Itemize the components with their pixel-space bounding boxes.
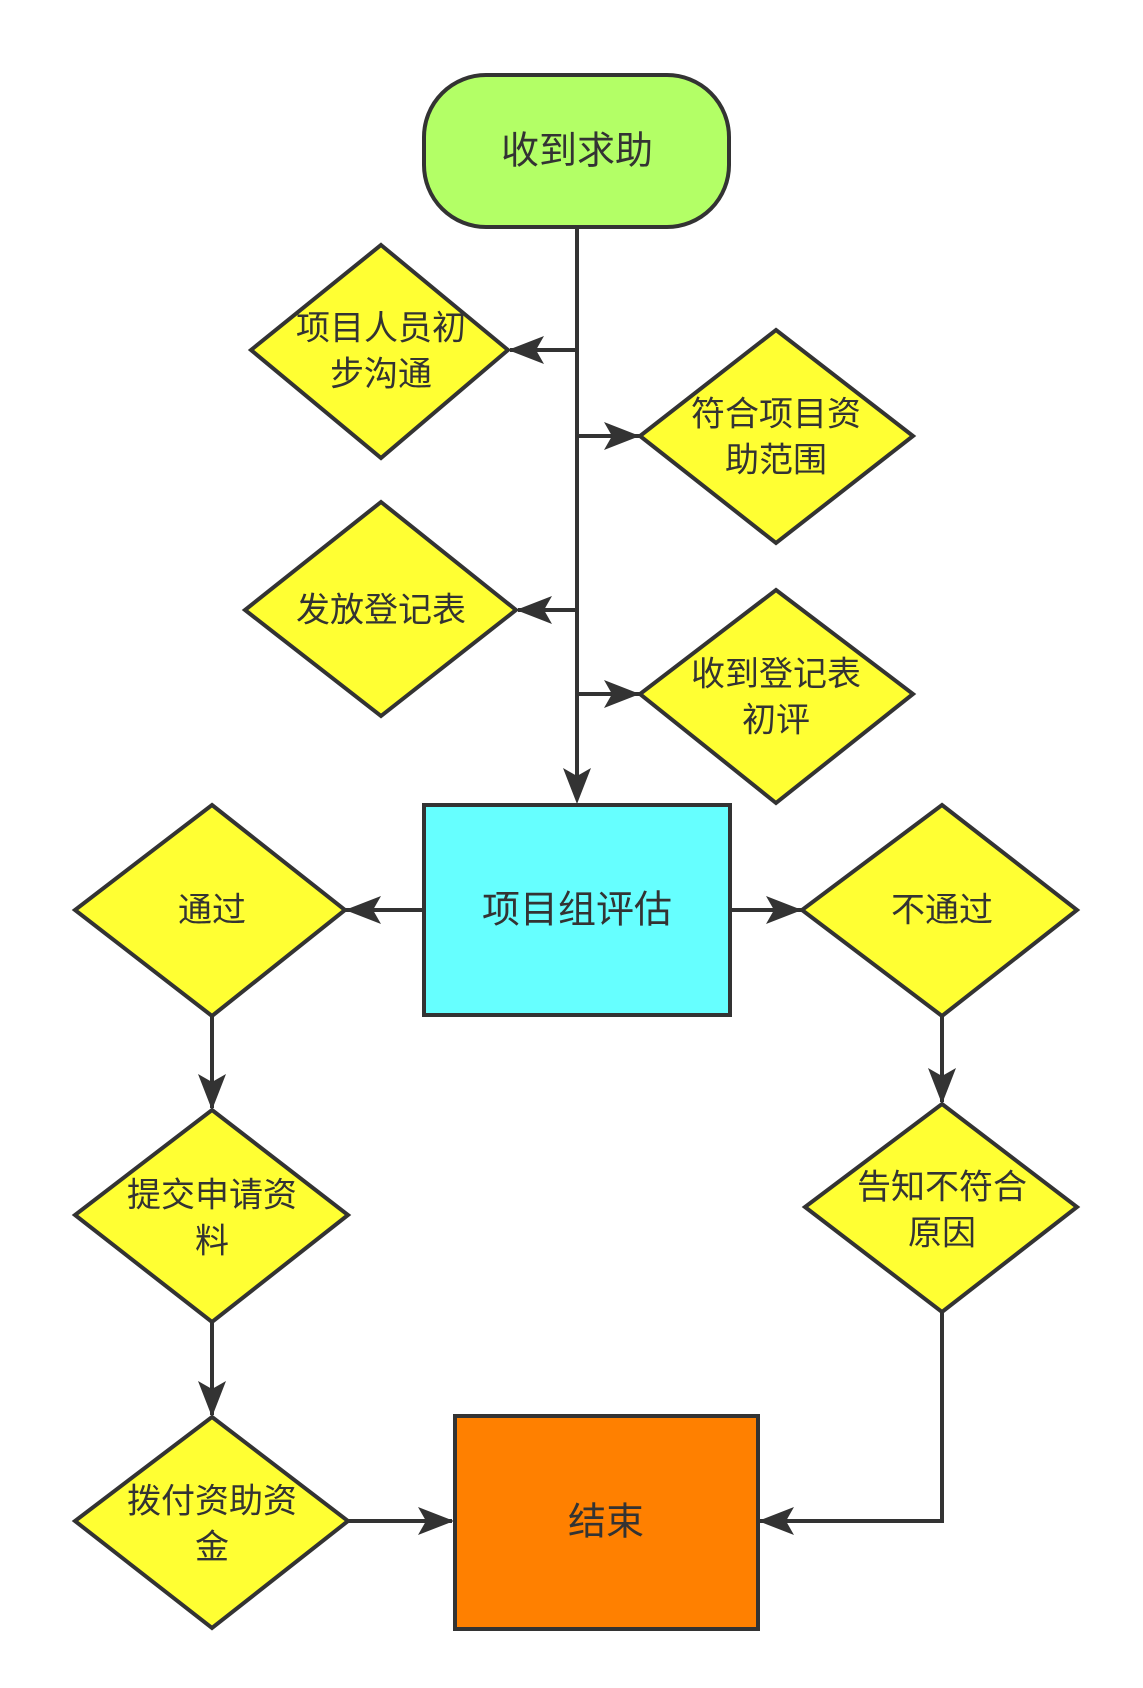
decision-disburse-funds-line-1: 拨付资助资	[127, 1482, 297, 1522]
decision-scope-check[interactable]: 符合项目资 助范围	[636, 327, 917, 546]
arrowhead-end-right	[758, 1507, 794, 1535]
decision-notify-reason-line-2: 原因	[908, 1214, 976, 1254]
end-node-label: 结束	[568, 1500, 644, 1544]
decision-form-review[interactable]: 收到登记表 初评	[636, 587, 917, 806]
end-node-shape	[453, 1414, 760, 1631]
decision-scope-check-line-2: 助范围	[725, 441, 827, 481]
decision-pass-line-1: 通过	[178, 891, 246, 931]
decision-issue-form[interactable]: 发放登记表	[241, 499, 520, 719]
arrowhead-issue-form	[516, 596, 552, 624]
process-assessment[interactable]: 项目组评估	[422, 803, 732, 1017]
decision-initial-contact[interactable]: 项目人员初 步沟通	[247, 242, 512, 461]
decision-scope-check-line-1: 符合项目资	[691, 395, 861, 435]
start-node[interactable]: 收到求助	[422, 73, 731, 229]
connector-notify-to-end	[758, 1312, 944, 1523]
decision-notify-reason-line-1: 告知不符合	[857, 1168, 1027, 1208]
decision-fail[interactable]: 不通过	[798, 802, 1081, 1019]
decision-notify-reason-shape	[801, 1101, 1081, 1315]
decision-issue-form-line-1: 发放登记表	[296, 591, 466, 631]
arrowhead-fund	[198, 1381, 226, 1417]
decision-submit-application[interactable]: 提交申请资 料	[71, 1107, 352, 1325]
connectors	[210, 228, 944, 1523]
decision-form-review-line-2: 初评	[742, 701, 810, 741]
decision-pass[interactable]: 通过	[71, 802, 349, 1019]
process-assessment-shape	[422, 803, 732, 1017]
decision-fail-line-1: 不通过	[891, 891, 993, 931]
start-node-label: 收到求助	[501, 129, 653, 173]
arrowhead-main	[563, 768, 591, 804]
decision-initial-contact-shape	[247, 242, 512, 461]
decision-initial-contact-line-1: 项目人员初	[296, 309, 466, 349]
decision-pass-shape	[71, 802, 349, 1019]
decision-form-review-line-1: 收到登记表	[691, 655, 861, 695]
decision-disburse-funds[interactable]: 拨付资助资 金	[71, 1414, 352, 1631]
start-node-shape	[422, 73, 731, 229]
decision-initial-contact-line-2: 步沟通	[330, 355, 432, 395]
arrowheads	[198, 336, 956, 1535]
decision-submit-application-line-2: 料	[195, 1222, 229, 1262]
decision-notify-reason[interactable]: 告知不符合 原因	[801, 1101, 1081, 1315]
decision-disburse-funds-shape	[71, 1414, 352, 1631]
decision-form-review-shape	[636, 587, 917, 806]
decision-disburse-funds-line-2: 金	[195, 1528, 229, 1568]
end-node[interactable]: 结束	[453, 1414, 760, 1631]
decision-issue-form-shape	[241, 499, 520, 719]
arrowhead-scope-check	[604, 422, 640, 450]
decision-submit-application-line-1: 提交申请资	[127, 1176, 297, 1216]
arrowhead-notify	[928, 1068, 956, 1104]
arrowhead-submit	[198, 1074, 226, 1110]
decision-fail-shape	[798, 802, 1081, 1019]
arrowhead-fail	[766, 896, 802, 924]
arrowhead-pass	[345, 896, 381, 924]
arrowhead-initial-contact	[508, 336, 544, 364]
decision-scope-check-shape	[636, 327, 917, 546]
arrowhead-form-review	[604, 680, 640, 708]
decision-submit-application-shape	[71, 1107, 352, 1325]
process-assessment-label: 项目组评估	[482, 888, 672, 932]
arrowhead-end-left	[418, 1507, 454, 1535]
